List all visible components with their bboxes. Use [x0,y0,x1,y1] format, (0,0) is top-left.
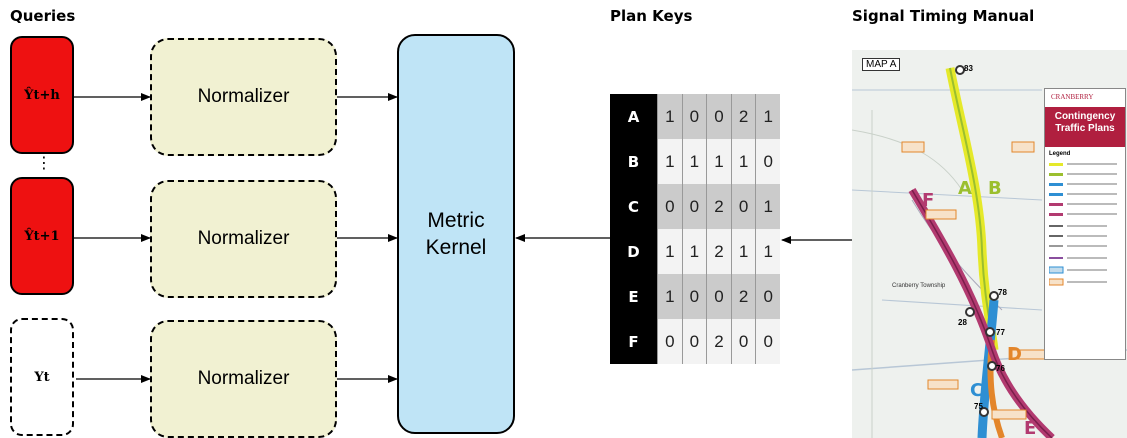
normalizer-label: Normalizer [197,368,290,389]
map-route-number: 78 [998,288,1007,297]
plan-key-digit: 2 [706,184,731,229]
map-place-label: Cranberry Township [892,283,946,289]
plan-key-digit: 0 [681,319,707,364]
plan-key-letter: E [610,274,657,319]
map-plan-letter: A [958,178,972,199]
map-roads [852,65,1127,438]
ellipsis: ⋮ [36,153,52,172]
query-label: Ŷt+h [24,87,60,103]
plan-key-letter: F [610,319,657,364]
query-box-t: Yt [10,318,74,436]
plan-key-digit: 2 [706,319,731,364]
plan-key-digit: 0 [755,139,780,184]
kernel-label-line2: Kernel [425,236,487,259]
normalizer-label: Normalizer [197,86,290,107]
plan-key-digit: 1 [681,139,707,184]
plan-key-letter: C [610,184,657,229]
query-label: Ŷt+1 [24,228,60,244]
plan-key-digit: 1 [755,94,780,139]
map-plan-letter: B [988,178,1002,199]
plan-key-digit: 1 [681,229,707,274]
signal-timing-map: MAP A CRANBERRY Contingency Traffic Plan… [852,50,1127,438]
plan-key-letter: D [610,229,657,274]
plan-key-digit: 0 [657,319,682,364]
query-box-t-plus-h: Ŷt+h [10,36,74,154]
metric-kernel: Metric Kernel [397,34,515,434]
legend-brand: CRANBERRY [1051,93,1094,101]
plan-key-digit: 1 [730,229,756,274]
map-route-number: 77 [996,328,1005,337]
plan-key-digit: 1 [657,139,682,184]
plan-key-digit: 1 [657,229,682,274]
plan-key-digit: 1 [706,139,731,184]
plan-key-digit: 2 [706,229,731,274]
plan-key-digit: 0 [657,184,682,229]
kernel-label-line1: Metric [427,209,485,232]
query-label: Yt [34,369,50,385]
legend-title: Contingency Traffic Plans [1045,107,1125,147]
map-route-number: 76 [996,364,1005,373]
map-route-number: 83 [964,64,973,73]
map-plan-letter: F [922,190,935,211]
plan-key-digit: 0 [730,184,756,229]
map-legend: CRANBERRY Contingency Traffic Plans Lege… [1044,88,1126,360]
map-route-number: 75 [974,402,983,411]
normalizer-label: Normalizer [197,228,290,249]
signal-manual-header: Signal Timing Manual [852,7,1035,25]
plan-key-digit: 1 [755,184,780,229]
plan-key-digit: 2 [730,274,756,319]
plan-key-letter: A [610,94,657,139]
plan-key-digit: 0 [730,319,756,364]
normalizer-2: Normalizer [150,180,337,298]
plan-key-digit: 0 [755,319,780,364]
plan-key-digit: 1 [657,94,682,139]
map-plan-letter: C [970,380,984,401]
queries-header: Queries [10,7,76,25]
plan-key-digit: 2 [730,94,756,139]
map-plan-letter: E [1024,418,1037,438]
normalizer-1: Normalizer [150,38,337,156]
plan-key-digit: 1 [755,229,780,274]
plan-key-digit: 0 [681,274,707,319]
plan-key-letter: B [610,139,657,184]
plan-key-digit: 1 [657,274,682,319]
plan-key-digit: 0 [681,184,707,229]
plan-key-digit: 0 [706,94,731,139]
plan-keys-header: Plan Keys [610,7,693,25]
normalizer-3: Normalizer [150,320,337,438]
map-route-number: 28 [958,318,967,327]
map-title: MAP A [862,58,901,71]
plan-key-digit: 0 [681,94,707,139]
legend-swatches [1049,163,1117,286]
map-plan-letter: D [1007,344,1022,365]
legend-heading: Legend [1049,151,1071,157]
plan-key-digit: 0 [706,274,731,319]
plan-key-digit: 0 [755,274,780,319]
plan-key-digit: 1 [730,139,756,184]
query-box-t-plus-1: Ŷt+1 [10,177,74,295]
